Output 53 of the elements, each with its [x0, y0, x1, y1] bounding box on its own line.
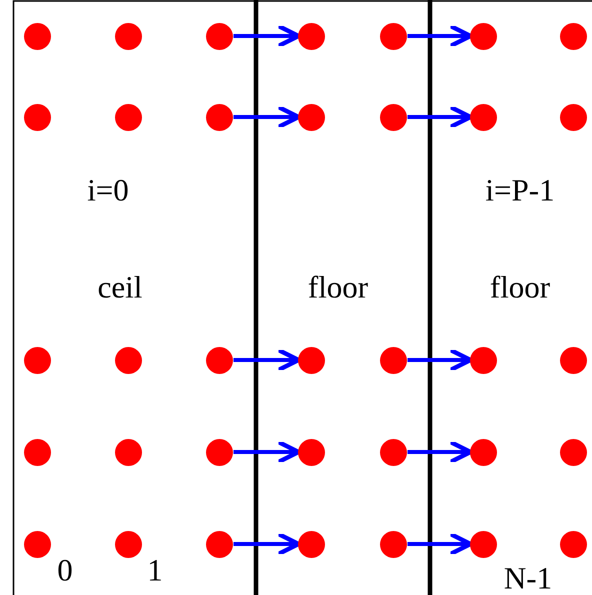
dot: [24, 346, 50, 374]
dot: [560, 104, 586, 130]
dot: [380, 438, 406, 466]
arrow: [408, 348, 473, 372]
dot: [206, 22, 232, 50]
dot: [298, 346, 324, 374]
dot: [298, 530, 324, 558]
dot: [298, 104, 324, 130]
arrow: [408, 24, 473, 48]
dot: [24, 104, 50, 130]
arrow: [408, 104, 473, 130]
dot: [298, 438, 324, 466]
dot: [114, 438, 142, 466]
dot: [470, 438, 496, 466]
dot: [24, 438, 50, 466]
text-label: 1: [147, 554, 163, 586]
dot: [560, 438, 586, 466]
arrow: [234, 24, 301, 48]
arrow: [234, 532, 301, 556]
text-label: N-1: [504, 562, 552, 594]
dot: [24, 22, 50, 50]
dot: [206, 104, 232, 130]
dot: [560, 530, 586, 558]
text-label: i=0: [87, 174, 129, 206]
dot: [206, 530, 232, 558]
dot: [114, 22, 142, 50]
dot: [298, 22, 324, 50]
dot: [470, 22, 496, 50]
dot: [24, 530, 50, 558]
text-label: ceil: [98, 272, 142, 302]
dot: [114, 530, 142, 558]
dot: [470, 530, 496, 558]
text-label: floor: [490, 272, 550, 302]
arrow: [408, 532, 473, 556]
arrow: [234, 104, 301, 130]
arrow: [234, 440, 301, 464]
dot: [560, 22, 586, 50]
dot: [380, 104, 406, 130]
text-label: i=P-1: [485, 174, 555, 206]
dot: [114, 346, 142, 374]
dot: [380, 22, 406, 50]
dot: [560, 346, 586, 374]
dot: [470, 104, 496, 130]
text-label: 0: [57, 554, 73, 586]
dot: [206, 346, 232, 374]
dot: [206, 438, 232, 466]
dot: [114, 104, 142, 130]
dot: [380, 346, 406, 374]
dot: [380, 530, 406, 558]
text-label: floor: [308, 272, 368, 302]
arrow: [408, 440, 473, 464]
arrow: [234, 348, 301, 372]
dot: [470, 346, 496, 374]
